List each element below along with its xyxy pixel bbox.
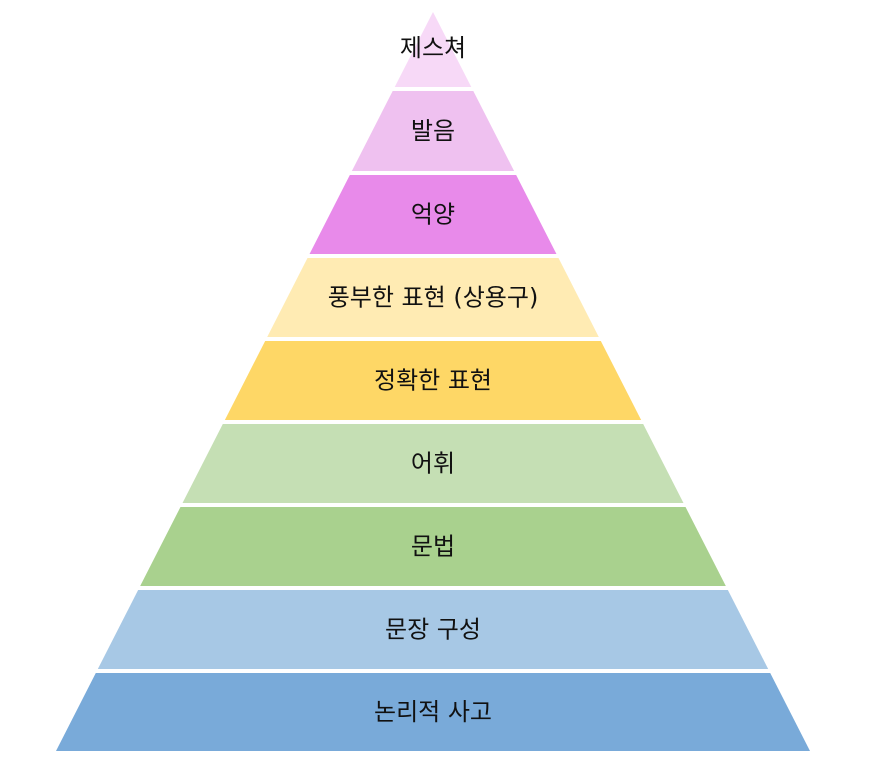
- pyramid-tiers: [56, 12, 810, 751]
- pyramid-tier-9: [56, 673, 810, 751]
- pyramid-tier-6: [182, 424, 684, 503]
- pyramid-tier-3: [309, 175, 557, 254]
- pyramid-tier-label-7: 문법: [411, 533, 455, 561]
- pyramid-tier-label-1: 제스쳐: [400, 34, 466, 62]
- pyramid-tier-label-3: 억양: [411, 201, 455, 229]
- pyramid-tier-4: [267, 258, 599, 337]
- pyramid-tier-8: [97, 590, 769, 669]
- pyramid-tier-5: [224, 341, 642, 420]
- pyramid-tier-1: [394, 12, 472, 87]
- pyramid-tier-2: [351, 91, 515, 171]
- pyramid-tier-label-4: 풍부한 표현 (상용구): [328, 284, 539, 312]
- pyramid-tier-7: [140, 507, 726, 586]
- pyramid-tier-label-8: 문장 구성: [385, 616, 481, 644]
- pyramid-tier-label-9: 논리적 사고: [374, 698, 492, 726]
- pyramid-tier-label-5: 정확한 표현: [374, 367, 492, 395]
- pyramid-tier-label-6: 어휘: [411, 450, 455, 478]
- pyramid-tier-label-2: 발음: [411, 117, 455, 145]
